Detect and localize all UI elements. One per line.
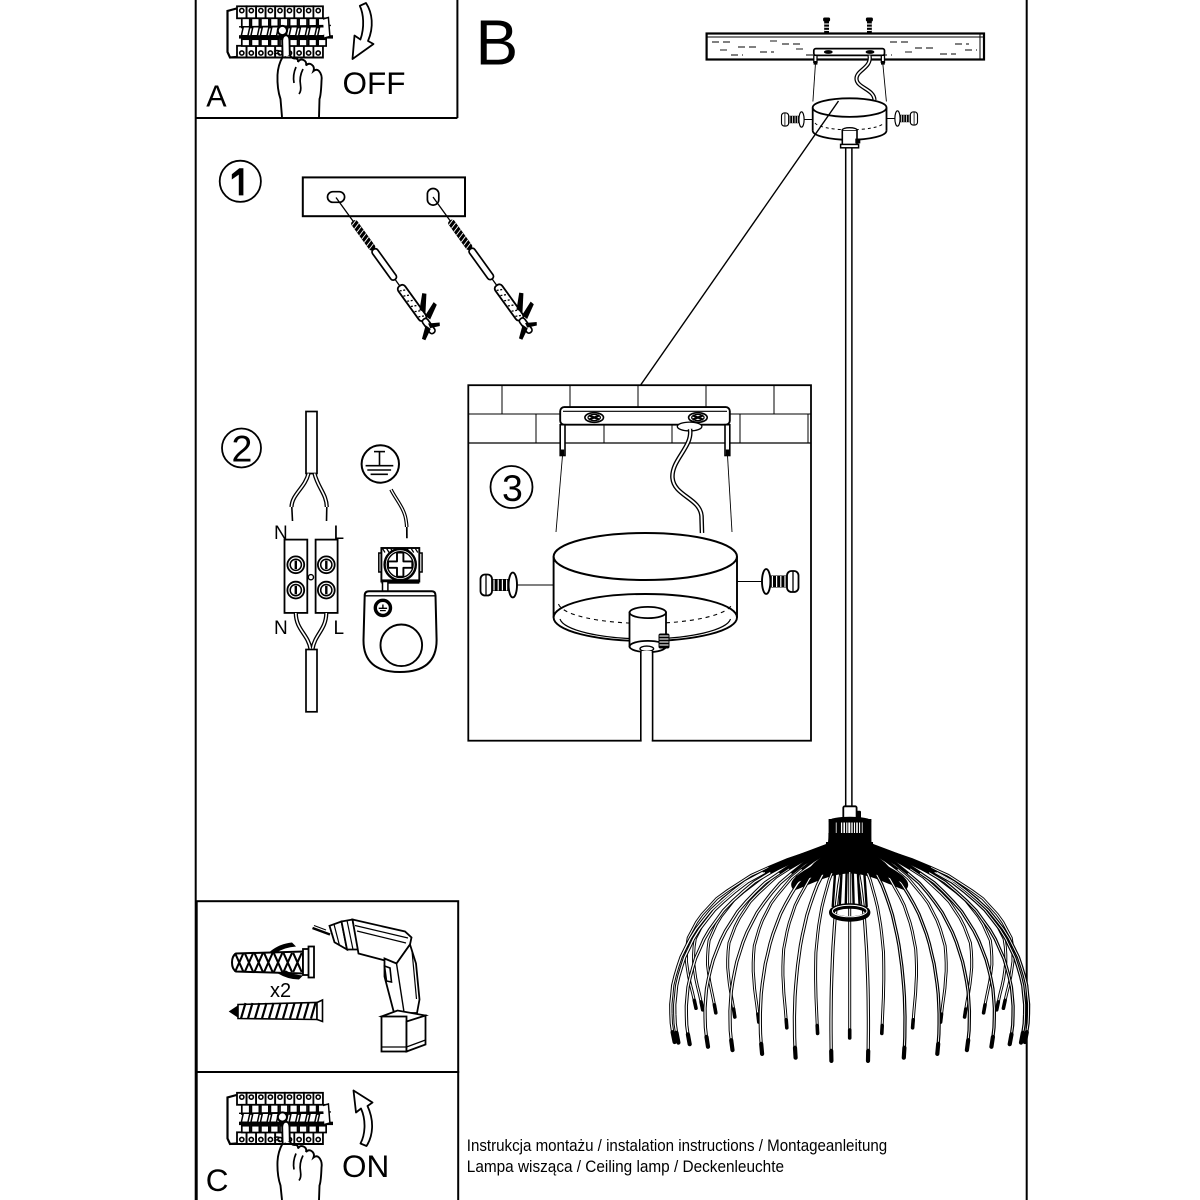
svg-text:L: L [334, 523, 345, 544]
svg-text:2: 2 [232, 428, 253, 470]
svg-text:A: A [206, 79, 227, 113]
svg-text:L: L [334, 618, 345, 639]
svg-text:Lampa wisząca / Ceiling lamp: Lampa wisząca / Ceiling lamp / Deckenleu… [467, 1158, 784, 1176]
svg-text:x2: x2 [270, 980, 291, 1002]
svg-text:C: C [206, 1162, 229, 1198]
svg-text:OFF: OFF [343, 65, 406, 101]
svg-text:ON: ON [342, 1148, 389, 1184]
svg-text:N: N [274, 618, 288, 639]
svg-text:B: B [476, 6, 519, 78]
svg-text:3: 3 [502, 467, 523, 509]
svg-text:Instrukcja montażu / instalati: Instrukcja montażu / instalation instruc… [467, 1137, 887, 1155]
